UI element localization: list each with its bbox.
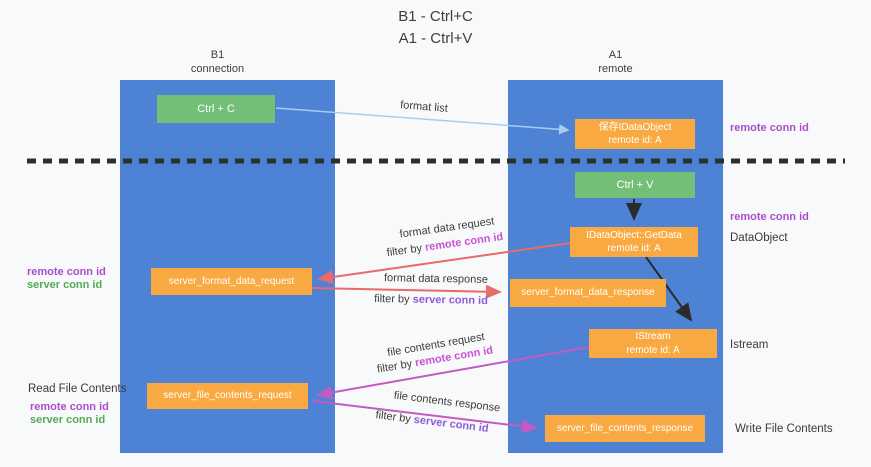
idataobject-getdata-node: IDataObject::GetData remote id: A xyxy=(570,227,698,257)
istream-line2: remote id: A xyxy=(626,344,680,356)
legend1-server-conn-id: server conn id xyxy=(27,278,103,291)
server-file-contents-response-node: server_file_contents_response xyxy=(545,415,705,442)
format-data-response-arrow xyxy=(311,284,502,299)
right-column-subtitle: remote xyxy=(598,63,633,76)
ctrl-v-node: Ctrl + V xyxy=(575,172,695,198)
filter-by-server-annotation-1: filter by server conn id xyxy=(331,292,531,307)
save-dataobject-line2: remote id: A xyxy=(608,135,662,146)
filter-prefix-4: filter by xyxy=(374,409,415,426)
format-response-label: server_format_data_response xyxy=(521,287,655,299)
server-conn-id-highlight-2: server conn id xyxy=(413,413,490,435)
dataobject-label: DataObject xyxy=(730,232,788,244)
server-format-data-request-node: server_format_data_request xyxy=(151,268,312,295)
format-request-label: server_format_data_request xyxy=(168,275,295,287)
format-list-annotation: format list xyxy=(399,99,449,115)
file-response-label: server_file_contents_response xyxy=(556,422,694,434)
left-column-name: B1 xyxy=(210,49,225,61)
ctrl-c-node: Ctrl + C xyxy=(157,95,275,123)
save-dataobject-line1: 保存IDataObject xyxy=(598,121,672,133)
legend2-server-conn-id: server conn id xyxy=(30,413,106,426)
istream-line1: IStream xyxy=(635,331,671,342)
server-file-contents-request-node: server_file_contents_request xyxy=(147,383,308,409)
server-format-data-response-node: server_format_data_response xyxy=(510,279,666,307)
read-file-contents-label: Read File Contents xyxy=(28,383,127,395)
istream-side-label: Istream xyxy=(730,339,769,351)
left-legend-format: remote conn id server conn id xyxy=(27,266,106,292)
remote-conn-id-label-mid: remote conn id xyxy=(730,211,809,223)
getdata-line1: IDataObject::GetData xyxy=(586,229,682,241)
left-column-subtitle: connection xyxy=(190,63,245,76)
file-request-label: server_file_contents_request xyxy=(163,390,292,402)
filter-prefix-3: filter by xyxy=(376,357,417,376)
filter-prefix-2: filter by xyxy=(374,293,413,306)
ctrl-c-label: Ctrl + C xyxy=(197,102,235,115)
filter-prefix-1: filter by xyxy=(386,241,426,260)
remote-conn-id-label-top: remote conn id xyxy=(730,122,809,134)
istream-node: IStream remote id: A xyxy=(589,329,717,358)
legend1-remote-conn-id: remote conn id xyxy=(27,266,106,278)
left-column-header: B1 connection xyxy=(120,48,315,77)
save-dataobject-node: 保存IDataObject remote id: A xyxy=(575,119,695,149)
right-column-header: A1 remote xyxy=(508,48,723,77)
legend2-remote-conn-id: remote conn id xyxy=(30,401,109,413)
title-line-2: A1 - Ctrl+V xyxy=(398,29,473,47)
write-file-contents-label: Write File Contents xyxy=(735,423,833,435)
right-column-name: A1 xyxy=(608,49,623,61)
left-legend-file: remote conn id server conn id xyxy=(30,401,109,427)
getdata-line2: remote id: A xyxy=(607,243,661,254)
ctrl-v-label: Ctrl + V xyxy=(616,178,654,191)
server-conn-id-highlight-1: server conn id xyxy=(412,293,488,307)
title-line-1: B1 - Ctrl+C xyxy=(398,8,473,25)
diagram-title: B1 - Ctrl+C A1 - Ctrl+V xyxy=(0,6,871,50)
format-data-response-annotation: format data response xyxy=(383,272,489,286)
